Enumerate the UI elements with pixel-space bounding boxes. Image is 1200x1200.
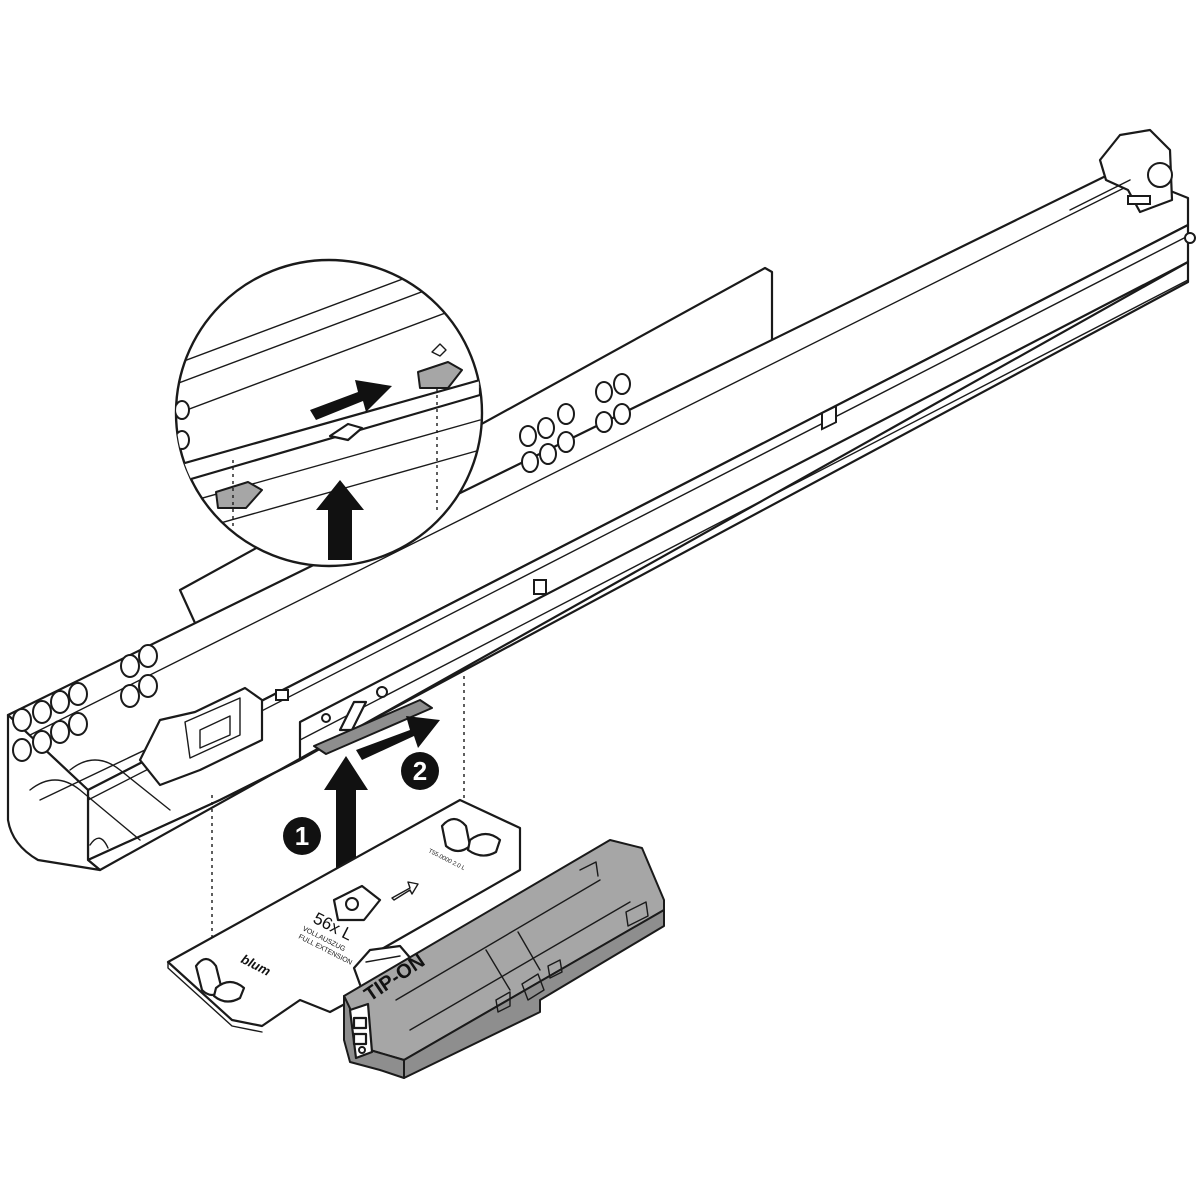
plate-direction-icon — [391, 881, 419, 901]
step-1-arrow-icon — [324, 756, 368, 890]
runner-holes-rear — [519, 373, 631, 473]
drawer-runner — [6, 128, 1196, 872]
runner-keyhole — [338, 700, 368, 732]
runner-lower-lip — [86, 260, 1190, 872]
runner-top-face — [6, 168, 1190, 792]
runner-front-lever — [138, 686, 264, 787]
detail-arrow-right — [310, 380, 392, 420]
mounting-plate: 56x L VOLLAUSZUG FULL EXTENSION blum T55… — [166, 798, 522, 1033]
detail-tab-front — [215, 481, 263, 509]
step-1-badge: 1 — [283, 817, 321, 855]
step-2-arrow-icon — [356, 716, 440, 760]
detail-magnifier — [174, 258, 484, 568]
tip-on-unit: TIP-ON — [343, 839, 665, 1079]
detail-arrow-up — [316, 480, 364, 560]
step-1-number: 1 — [295, 821, 309, 851]
step-2-number: 2 — [413, 756, 427, 786]
tip-on-side-face — [403, 909, 665, 1079]
runner-coupling-clip — [313, 699, 433, 755]
step-2-badge: 2 — [401, 752, 439, 790]
runner-holes-front — [12, 644, 158, 762]
detail-tab-rear — [417, 361, 463, 389]
runner-rear-hook — [1098, 128, 1174, 214]
